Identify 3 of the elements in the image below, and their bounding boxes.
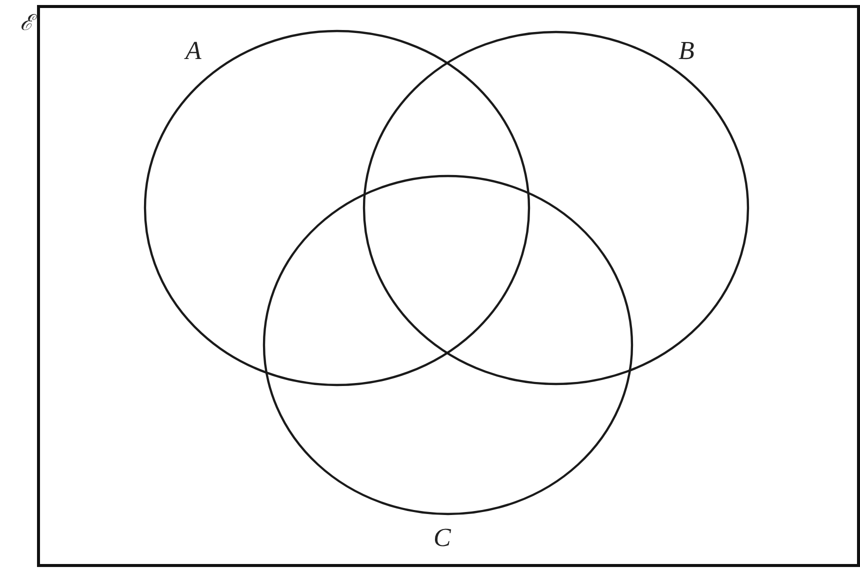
set-label: B: [678, 38, 694, 64]
set-label: C: [434, 524, 451, 550]
set-label: A: [186, 38, 202, 64]
